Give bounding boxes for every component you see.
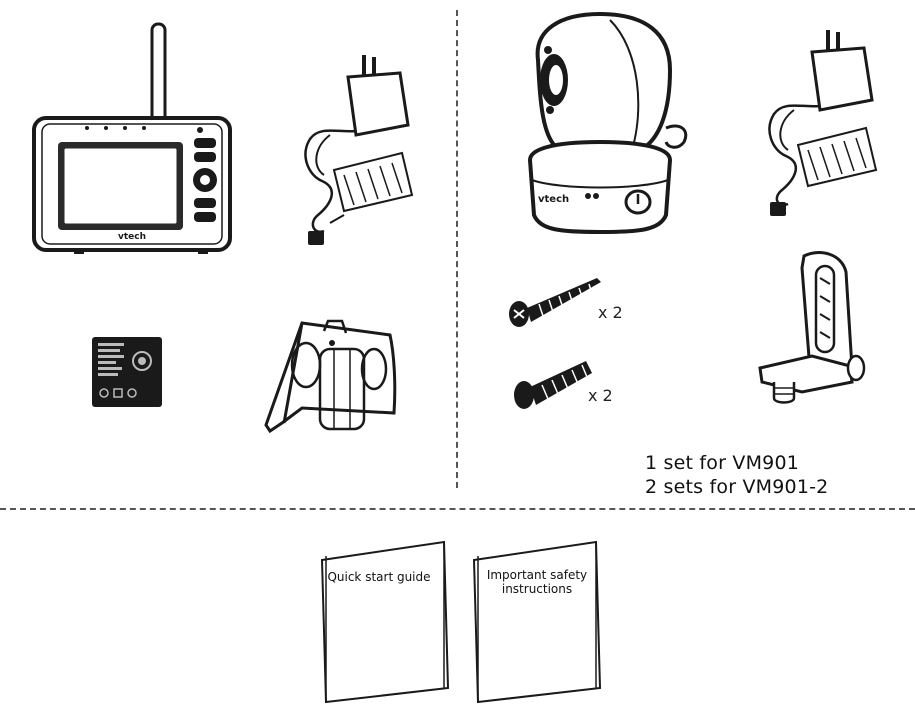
camera-brand-label: vtech [538,194,570,205]
battery-pack [90,335,165,410]
mounting-screw [505,272,605,332]
parent-power-adapter [300,55,425,250]
anchor-quantity: x 2 [588,386,613,405]
baby-unit-camera: vtech [520,10,700,240]
quick-start-guide-booklet [318,540,458,705]
mounting-kit-note-line1: 1 set for VM901 [645,452,800,474]
horizontal-divider [0,508,915,510]
wall-mount-bracket [750,248,870,408]
safety-instructions-booklet [470,540,610,705]
screw-quantity: x 2 [598,303,623,322]
vertical-divider [456,10,458,488]
safety-instructions-title: Important safety instructions [486,568,588,596]
quick-start-guide-title: Quick start guide [327,570,431,584]
camera-power-adapter [760,30,885,220]
parent-unit-monitor: vtech [30,20,235,260]
wall-anchor [510,355,595,415]
monitor-stand [262,313,402,438]
mounting-kit-note-line2: 2 sets for VM901-2 [645,476,829,498]
monitor-brand-label: vtech [118,232,147,242]
